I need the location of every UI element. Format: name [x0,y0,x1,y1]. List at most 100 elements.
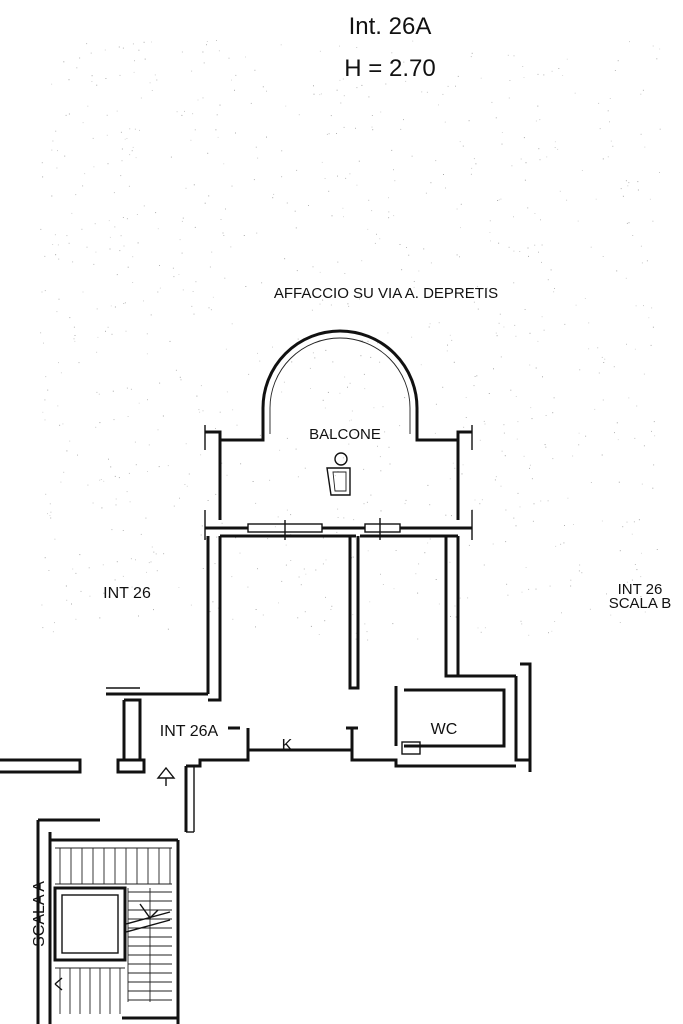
scan-speck [643,305,644,307]
scan-speck [257,568,258,570]
scan-speck [115,504,117,506]
scan-speck [91,81,93,82]
scan-speck [291,361,293,363]
scan-speck [143,205,145,207]
scan-speck [361,294,363,296]
scan-speck [90,52,92,54]
scan-speck [538,148,540,150]
scan-speck [546,156,548,158]
scan-speck [417,592,419,594]
scan-speck [216,40,217,41]
scan-speck [262,614,264,616]
scan-speck [120,235,122,237]
scan-speck [552,412,554,414]
scan-speck [404,503,406,505]
scan-speck [384,431,386,433]
scan-speck [50,511,52,513]
scan-speck [451,339,453,341]
scan-speck [226,391,228,393]
scan-speck [118,46,120,48]
scan-speck [312,266,314,268]
scan-speck [337,517,339,518]
scan-speck [124,302,126,304]
scan-speck [447,85,449,87]
scan-speck [139,129,140,131]
scan-speck [150,561,152,563]
scan-speck [470,173,472,175]
scan-speck [126,218,128,220]
scan-speck [135,559,136,561]
scan-speck [498,242,500,244]
scan-speck [492,543,494,545]
scan-speck [155,553,157,555]
scan-speck [450,616,451,617]
scan-speck [331,215,333,217]
scan-speck [541,261,542,263]
scan-speck [601,454,603,456]
scan-speck [370,356,372,358]
scan-speck [501,132,503,133]
scan-speck [100,479,102,480]
scan-speck [633,521,635,523]
scan-speck [544,444,546,446]
scan-speck [71,603,72,605]
scan-speck [659,48,661,50]
scan-speck [483,564,485,566]
scan-speck [136,214,138,215]
scan-speck [468,544,470,546]
scan-speck [147,399,148,401]
ceiling-height: H = 2.70 [344,55,435,82]
scan-speck [303,568,305,570]
scan-speck [190,604,192,606]
scan-speck [363,373,365,375]
scan-speck [499,313,501,315]
scan-speck [524,309,526,310]
scan-speck [617,439,619,441]
facing-street-label: AFFACCIO SU VIA A. DEPRETIS [274,285,498,302]
scan-speck [178,587,180,588]
scan-speck [554,141,556,143]
scan-speck [336,531,338,533]
scan-speck [107,326,109,328]
scan-speck [322,299,324,301]
scan-speck [339,392,341,394]
scan-speck [427,484,429,486]
scan-speck [219,411,221,413]
scan-speck [641,552,642,554]
scan-speck [190,139,192,141]
scan-speck [442,386,444,388]
scan-speck [129,154,131,156]
scan-speck [449,478,451,480]
scan-speck [337,508,339,510]
scan-speck [58,298,60,300]
scan-speck [122,530,124,531]
scan-speck [659,172,660,173]
scan-speck [429,323,431,325]
scan-speck [545,415,547,416]
scan-speck [642,89,644,91]
scan-speck [371,126,373,128]
scan-speck [218,50,220,52]
scan-speck [132,282,134,283]
scan-speck [126,138,128,139]
scan-speck [60,481,62,483]
scan-speck [42,627,44,629]
scan-speck [473,158,475,160]
scan-speck [388,197,389,199]
scan-speck [534,213,536,214]
scan-speck [296,169,298,171]
scan-speck [328,190,330,192]
scan-speck [453,361,455,363]
scan-speck [438,603,440,605]
scan-speck [57,405,59,407]
scan-speck [385,83,387,85]
scan-speck [379,361,381,363]
scan-speck [560,543,562,545]
scan-speck [346,71,348,73]
scan-speck [129,128,131,130]
scan-speck [467,597,469,599]
scan-speck [613,366,615,368]
scan-speck [382,406,384,408]
scan-speck [285,564,287,566]
scan-speck [529,332,531,334]
